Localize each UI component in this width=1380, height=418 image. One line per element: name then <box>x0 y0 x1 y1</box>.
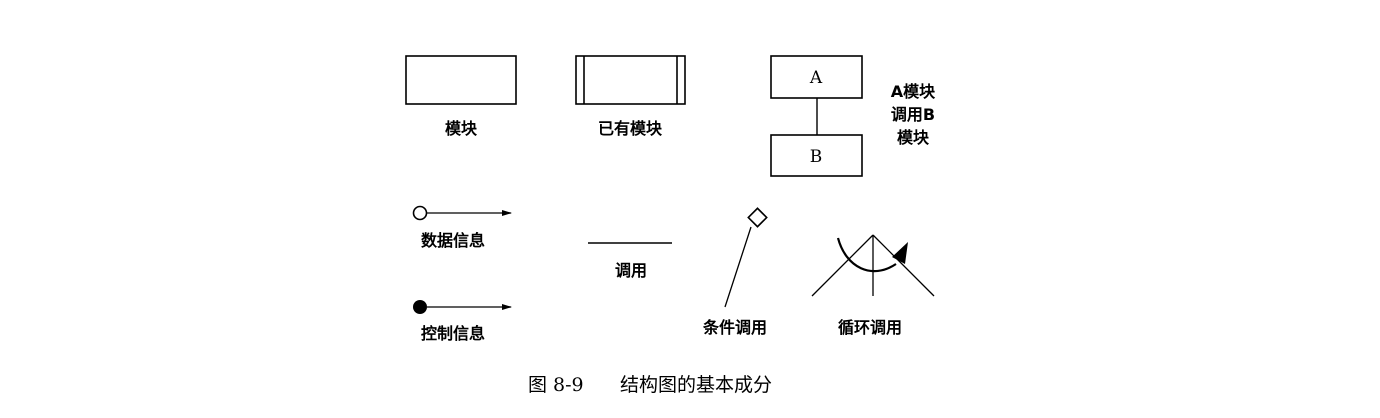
conditional-diamond <box>747 207 768 228</box>
loop-call-line-right <box>872 234 935 297</box>
existing-module-label: 已有模块 <box>598 119 663 138</box>
conditional-call-label: 条件调用 <box>702 318 767 337</box>
control-info-label: 控制信息 <box>421 324 485 343</box>
module-b-box <box>770 134 863 177</box>
loop-arc-arrowhead-icon <box>892 242 908 264</box>
call-symbol: 调用 <box>588 242 672 280</box>
loop-call-symbol: 循环调用 <box>811 234 935 337</box>
data-info-label: 数据信息 <box>421 231 485 250</box>
module-call-label-line-1: A模块 <box>891 82 936 101</box>
module-symbol: 模块 <box>405 55 517 138</box>
module-a-letter: A <box>809 68 823 88</box>
loop-call-line-left <box>811 234 874 297</box>
module-call-symbol: A B A模块 调用B 模块 <box>770 55 936 177</box>
module-box <box>405 55 517 105</box>
data-info-open-circle <box>412 205 428 221</box>
module-label: 模块 <box>445 119 478 138</box>
existing-module-symbol: 已有模块 <box>575 55 686 138</box>
module-call-label-line-2: 调用B <box>891 105 935 124</box>
data-info-symbol: 数据信息 <box>412 205 512 250</box>
module-call-label-line-3: 模块 <box>897 128 930 147</box>
loop-arc <box>836 237 897 273</box>
control-info-filled-circle <box>413 300 427 314</box>
conditional-call-symbol: 条件调用 <box>702 207 768 337</box>
module-b-letter: B <box>810 147 823 167</box>
call-label: 调用 <box>615 261 647 280</box>
figure-title: 结构图的基本成分 <box>620 374 772 396</box>
loop-call-label: 循环调用 <box>838 318 902 337</box>
existing-module-box <box>575 55 686 105</box>
figure-caption: 图 8-9 结构图的基本成分 <box>528 374 772 396</box>
figure-number: 图 8-9 <box>528 374 584 396</box>
conditional-call-line <box>724 226 752 308</box>
control-info-symbol: 控制信息 <box>413 300 512 343</box>
